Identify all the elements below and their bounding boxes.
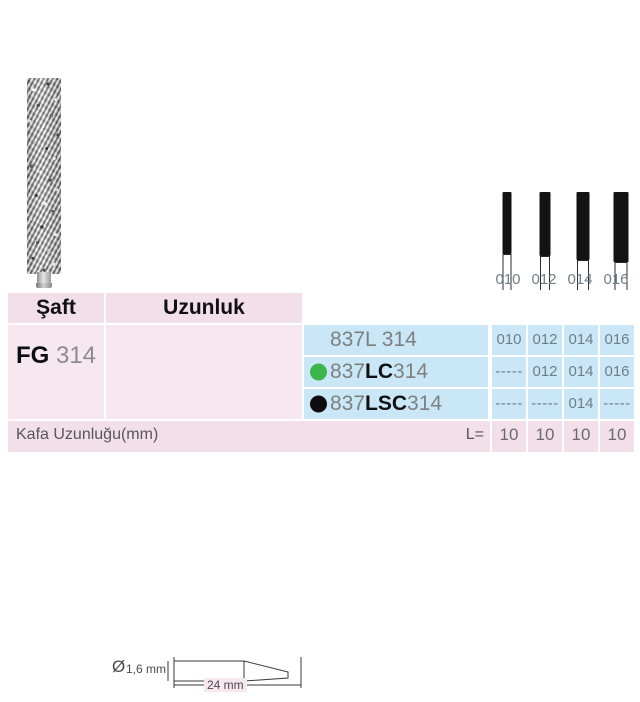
green-dot-icon bbox=[310, 363, 327, 381]
bur-tip-cap bbox=[36, 283, 52, 288]
footer-equals: L= bbox=[465, 426, 484, 443]
bur-silhouette-014 bbox=[564, 192, 602, 290]
size-cell-837LC-010: ----- bbox=[490, 355, 526, 387]
bur-shank bbox=[577, 266, 589, 290]
diamond-bur-illustration bbox=[27, 78, 61, 290]
header-length: Uzunluk bbox=[106, 293, 302, 323]
specification-table: Şaft Uzunluk FG 314 837L 314 837LC314 83… bbox=[8, 271, 634, 692]
size-cell-837LSC-010: ----- bbox=[490, 387, 526, 419]
length-cell bbox=[106, 325, 302, 419]
bur-shank bbox=[540, 262, 550, 290]
size-cell-837LC-014: 014 bbox=[562, 355, 598, 387]
bur-neck bbox=[37, 272, 51, 286]
bur-head bbox=[576, 192, 590, 260]
length-label: 24 mm bbox=[204, 678, 247, 692]
header-shank: Şaft bbox=[8, 293, 104, 323]
shank-profile-svg bbox=[167, 657, 302, 688]
head-length-value-010: 10 bbox=[490, 421, 526, 452]
code-suffix: 314 bbox=[375, 328, 417, 351]
size-cell-837LSC-016: ----- bbox=[598, 387, 634, 419]
bur-silhouette-010 bbox=[488, 192, 526, 290]
bur-shank bbox=[614, 268, 628, 290]
bur-head bbox=[539, 192, 551, 256]
bur-silhouette-012 bbox=[526, 192, 564, 290]
shank-value: FG 314 bbox=[8, 325, 104, 387]
size-column-header-012: 012 bbox=[531, 271, 557, 288]
black-dot-icon bbox=[310, 395, 327, 413]
code-suffix: 314 bbox=[393, 360, 429, 383]
head-length-value-012: 10 bbox=[526, 421, 562, 452]
bur-diamond-head bbox=[27, 78, 61, 274]
code-bold: LC bbox=[365, 360, 394, 383]
dimension-diagram: Ø 1,6 mm 24 mm bbox=[112, 648, 308, 702]
size-cell-837LC-012: 012 bbox=[526, 355, 562, 387]
shank-number: 314 bbox=[55, 342, 97, 369]
size-column-header-014: 014 bbox=[567, 271, 593, 288]
size-cell-837LSC-012: ----- bbox=[526, 387, 562, 419]
code-bold: LSC bbox=[365, 392, 408, 415]
shank-prefix: FG bbox=[15, 342, 50, 369]
code-prefix: 837 bbox=[330, 360, 366, 383]
bur-head bbox=[502, 192, 512, 254]
footer-label: Kafa Uzunluğu(mm) bbox=[16, 426, 159, 443]
product-code-row-3: 837LSC314 bbox=[304, 387, 488, 419]
size-cell-837LC-016: 016 bbox=[598, 355, 634, 387]
bur-size-silhouette-row bbox=[488, 192, 640, 290]
code-prefix: 837L bbox=[330, 328, 376, 351]
code-prefix: 837 bbox=[330, 392, 366, 415]
shank-cell: FG 314 bbox=[8, 325, 104, 419]
size-cell-837L-010: 010 bbox=[490, 325, 526, 355]
size-cell-837L-012: 012 bbox=[526, 325, 562, 355]
head-length-value-016: 10 bbox=[598, 421, 634, 452]
size-cell-837LSC-014: 014 bbox=[562, 387, 598, 419]
head-length-value-014: 10 bbox=[562, 421, 598, 452]
size-column-header-016: 016 bbox=[603, 271, 629, 288]
bur-silhouette-016 bbox=[602, 192, 640, 290]
size-column-header-010: 010 bbox=[495, 271, 521, 288]
bur-head bbox=[613, 192, 629, 262]
bur-shank bbox=[502, 260, 512, 290]
size-cell-837L-014: 014 bbox=[562, 325, 598, 355]
code-suffix: 314 bbox=[407, 392, 443, 415]
product-code-row-1: 837L 314 bbox=[304, 325, 488, 355]
product-code-row-2: 837LC314 bbox=[304, 355, 488, 387]
size-cell-837L-016: 016 bbox=[598, 325, 634, 355]
